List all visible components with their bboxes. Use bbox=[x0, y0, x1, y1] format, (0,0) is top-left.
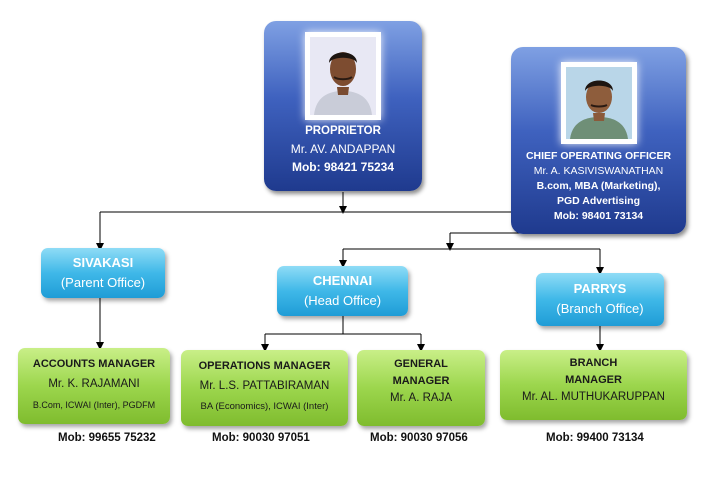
general-manager-title: GENERAL bbox=[394, 358, 448, 370]
coo-role: CHIEF OPERATING OFFICER bbox=[525, 150, 672, 162]
proprietor-role: PROPRIETOR bbox=[305, 125, 381, 137]
person-portrait-icon bbox=[566, 67, 632, 139]
proprietor-box: PROPRIETOR Mr. AV. ANDAPPAN Mob: 98421 7… bbox=[264, 21, 422, 191]
accounts-manager-box: ACCOUNTS MANAGER Mr. K. RAJAMANI B.Com, … bbox=[18, 348, 170, 424]
coo-qualification-2: PGD Advertising bbox=[556, 195, 641, 207]
coo-box: CHIEF OPERATING OFFICER Mr. A. KASIVISWA… bbox=[511, 47, 686, 234]
office-chennai-type: (Head Office) bbox=[303, 293, 382, 308]
operations-manager-mobile: Mob: 90030 97051 bbox=[212, 432, 310, 444]
proprietor-mobile: Mob: 98421 75234 bbox=[291, 160, 395, 174]
general-manager-box: GENERAL MANAGER Mr. A. RAJA bbox=[357, 350, 485, 426]
proprietor-name: Mr. AV. ANDAPPAN bbox=[290, 142, 396, 156]
accounts-manager-name: Mr. K. RAJAMANI bbox=[48, 378, 140, 390]
coo-qualification: B.com, MBA (Marketing), bbox=[536, 180, 661, 192]
office-parrys-type: (Branch Office) bbox=[556, 301, 644, 316]
branch-manager-box: BRANCH MANAGER Mr. AL. MUTHUKARUPPAN bbox=[500, 350, 687, 420]
operations-manager-qualification: BA (Economics), ICWAI (Inter) bbox=[200, 401, 329, 412]
office-sivakasi-type: (Parent Office) bbox=[60, 275, 146, 290]
accounts-manager-qualification: B.Com, ICWAI (Inter), PGDFM bbox=[32, 400, 156, 410]
branch-manager-title: BRANCH bbox=[569, 357, 618, 369]
coo-photo bbox=[561, 62, 637, 144]
general-manager-mobile: Mob: 90030 97056 bbox=[370, 432, 468, 444]
branch-manager-title-2: MANAGER bbox=[565, 374, 622, 386]
office-sivakasi-name: SIVAKASI bbox=[72, 255, 134, 270]
general-manager-title-2: MANAGER bbox=[392, 375, 450, 387]
proprietor-photo bbox=[305, 32, 381, 120]
person-portrait-icon bbox=[310, 37, 376, 115]
branch-manager-mobile: Mob: 99400 73134 bbox=[546, 432, 644, 444]
office-chennai-name: CHENNAI bbox=[312, 273, 373, 288]
operations-manager-box: OPERATIONS MANAGER Mr. L.S. PATTABIRAMAN… bbox=[181, 350, 348, 426]
coo-mobile: Mob: 98401 73134 bbox=[553, 210, 644, 222]
office-sivakasi: SIVAKASI (Parent Office) bbox=[41, 248, 165, 298]
coo-name: Mr. A. KASIVISWANATHAN bbox=[533, 165, 664, 177]
office-parrys-name: PARRYS bbox=[573, 281, 627, 296]
operations-manager-title: OPERATIONS MANAGER bbox=[198, 360, 331, 372]
operations-manager-name: Mr. L.S. PATTABIRAMAN bbox=[199, 380, 330, 392]
accounts-manager-mobile: Mob: 99655 75232 bbox=[58, 432, 156, 444]
office-chennai: CHENNAI (Head Office) bbox=[277, 266, 408, 316]
office-parrys: PARRYS (Branch Office) bbox=[536, 273, 664, 326]
branch-manager-name: Mr. AL. MUTHUKARUPPAN bbox=[522, 391, 665, 403]
accounts-manager-title: ACCOUNTS MANAGER bbox=[32, 358, 156, 370]
general-manager-name: Mr. A. RAJA bbox=[390, 392, 452, 404]
